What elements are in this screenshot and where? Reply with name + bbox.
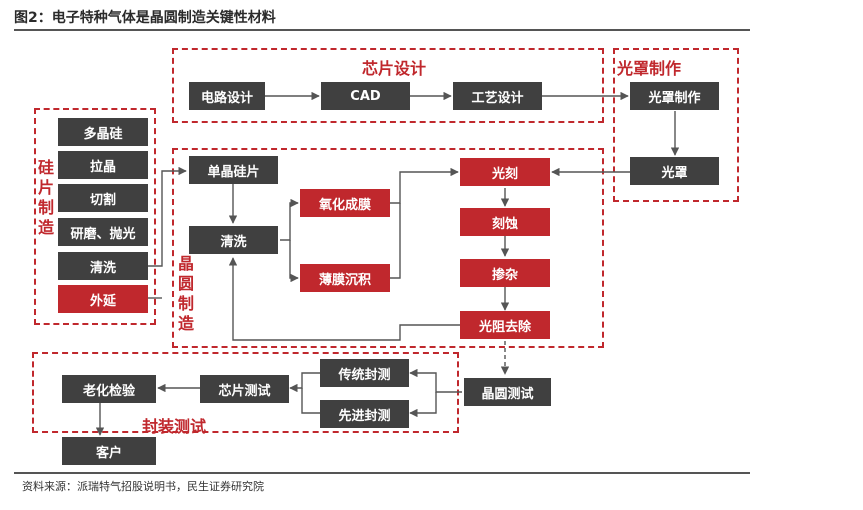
node-mono-wafer: 单晶硅片 — [189, 156, 278, 184]
group-wafer-making — [172, 148, 604, 348]
group-label-wafer-making: 晶圆制造 — [177, 254, 194, 333]
node-oxidation: 氧化成膜 — [300, 189, 390, 217]
node-cad: CAD — [321, 82, 410, 110]
group-mask-making — [613, 48, 739, 202]
node-adv-package: 先进封测 — [320, 400, 409, 428]
arrow-si-clean-to-mono — [148, 166, 187, 267]
node-aging-test: 老化检验 — [62, 375, 156, 403]
arrow-clean-to-film — [289, 240, 299, 283]
node-epitaxy: 外延 — [58, 285, 148, 313]
group-label-silicon-making: 硅片制造 — [37, 158, 54, 237]
node-process-design: 工艺设计 — [453, 82, 542, 110]
node-thin-film: 薄膜沉积 — [300, 264, 390, 292]
node-polysilicon: 多晶硅 — [58, 118, 148, 146]
node-circuit-design: 电路设计 — [189, 82, 265, 110]
group-silicon-making — [34, 108, 156, 325]
arrow-clean-to-oxidation — [280, 198, 299, 241]
node-cutting: 切割 — [58, 184, 148, 212]
group-label-package-test: 封装测试 — [142, 417, 207, 436]
node-mask: 光罩 — [630, 157, 719, 185]
node-chip-test: 芯片测试 — [200, 375, 289, 403]
top-rule — [14, 29, 750, 31]
node-wafer-test: 晶圆测试 — [464, 378, 551, 406]
arrow-test-to-trad — [409, 368, 462, 393]
node-trad-package: 传统封测 — [320, 359, 409, 387]
node-grind-polish: 研磨、抛光 — [58, 218, 148, 246]
arrow-oxidation-to-litho — [390, 167, 459, 204]
line-film-to-litho — [390, 203, 401, 279]
line-adv-to-chip-test — [301, 388, 320, 414]
figure-title: 图2：电子特种气体是晶圆制造关键性材料 — [14, 10, 276, 26]
node-mask-make: 光罩制作 — [630, 82, 719, 110]
node-si-clean: 清洗 — [58, 252, 148, 280]
node-customer: 客户 — [62, 437, 156, 465]
bottom-rule — [14, 472, 750, 474]
arrow-trad-to-chip-test — [289, 372, 320, 393]
node-resist-strip: 光阻去除 — [460, 311, 550, 339]
node-wafer-clean: 清洗 — [189, 226, 278, 254]
node-etching: 刻蚀 — [460, 208, 550, 236]
node-doping: 掺杂 — [460, 259, 550, 287]
group-chip-design — [172, 48, 604, 123]
source-note: 资料来源：派瑞特气招股说明书，民生证券研究院 — [22, 480, 264, 493]
group-label-mask-making: 光罩制作 — [617, 59, 682, 78]
node-crystal-pull: 拉晶 — [58, 151, 148, 179]
arrow-strip-loop-to-clean — [228, 257, 466, 341]
group-label-chip-design: 芯片设计 — [362, 59, 427, 78]
arrow-test-to-adv — [409, 392, 437, 418]
node-lithography: 光刻 — [460, 158, 550, 186]
